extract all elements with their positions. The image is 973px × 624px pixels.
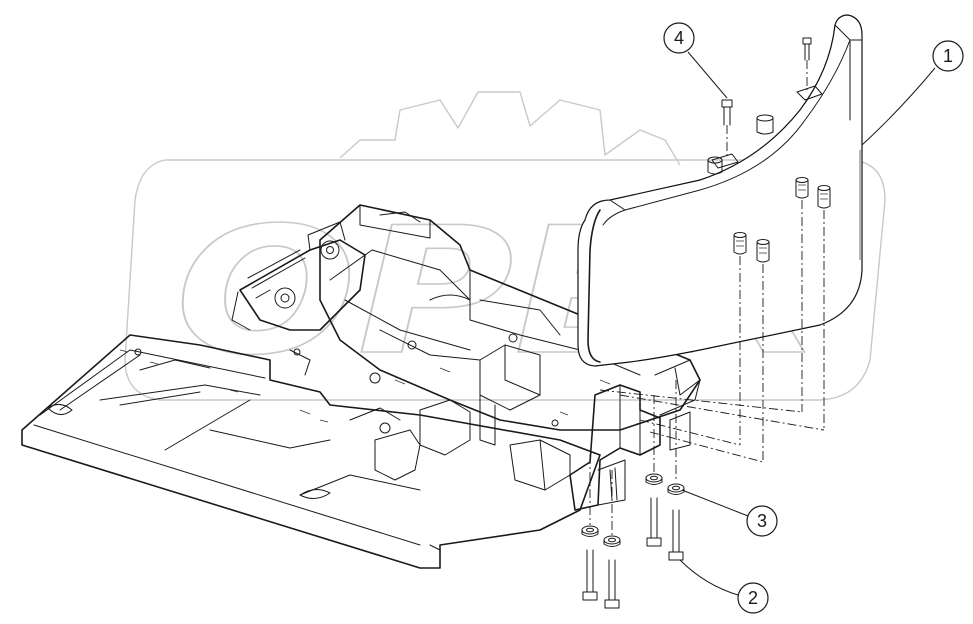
watermark-badge-outline [124,159,886,401]
bolts [582,497,684,609]
rear-mount-block [569,384,661,511]
callout-2-label: 2 [748,588,758,608]
callout-1-circle [932,40,964,72]
callout-2-circle [737,582,769,614]
assembly-lines [589,200,825,535]
callout-2: 2 [679,559,769,614]
watermark-gear-outline [339,91,681,166]
callout-3-label: 3 [757,511,767,531]
spacer-bushings [733,177,831,263]
callout-1: 1 [861,40,964,146]
callout-4-label: 4 [674,28,684,48]
callout-1-label: 1 [943,46,953,66]
callout-4: 4 [663,22,728,99]
lifting-bolts [721,37,812,158]
callout-3-circle [746,505,778,537]
counterweight [577,14,863,367]
frame-assembly [21,204,701,569]
boom-pivot-bracket [239,239,366,331]
upper-frame-outline [319,204,701,431]
base-plate-outline [21,334,601,569]
callout-4-circle [663,22,695,54]
callout-3: 3 [681,489,778,537]
counterweight-body [577,14,863,367]
washers [581,473,685,547]
